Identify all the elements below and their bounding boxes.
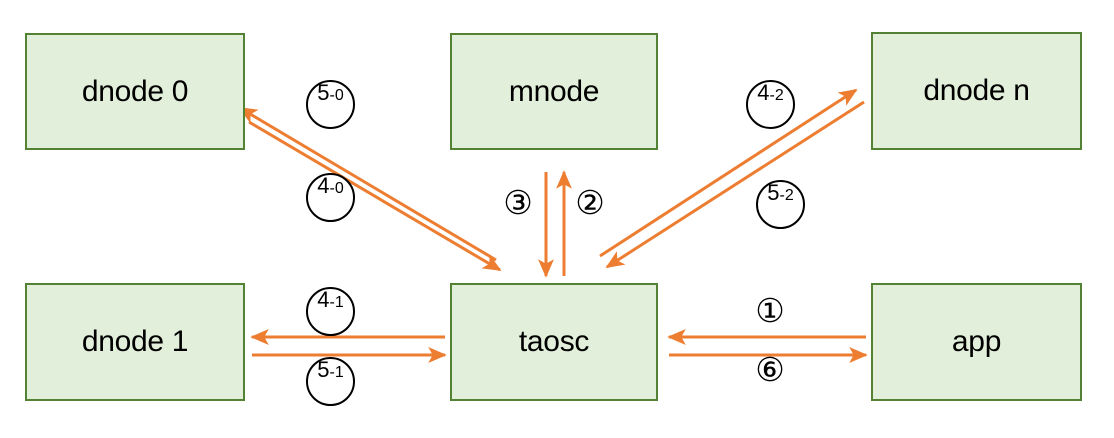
edge-label-main: 4 — [317, 287, 330, 312]
edge-label-main: 5 — [767, 180, 780, 205]
edge-label-4-1: 4-1 — [306, 287, 355, 336]
edge-label-sub: -0 — [329, 180, 344, 197]
node-label: app — [951, 325, 1002, 358]
node-dnode-1[interactable]: dnode 1 — [25, 283, 245, 401]
node-label: dnode 1 — [81, 325, 189, 358]
edge-label-6: ⑥ — [755, 350, 785, 389]
node-mnode[interactable]: mnode — [450, 33, 658, 150]
edge-label-sub: -2 — [769, 87, 784, 104]
edge-label-main: 4 — [757, 80, 770, 105]
node-taosc[interactable]: taosc — [450, 283, 658, 401]
edge-label-4-2: 4-2 — [746, 80, 795, 129]
node-dnode-0[interactable]: dnode 0 — [25, 33, 245, 150]
edge-label-4-0: 4-0 — [306, 173, 355, 222]
edge-label-2: ② — [575, 183, 605, 222]
node-label: dnode 0 — [81, 74, 189, 108]
node-label: dnode n — [923, 74, 1030, 107]
edge-label-1: ① — [755, 291, 785, 330]
edge-label-sub: -1 — [329, 364, 344, 381]
edge-label-main: 5 — [317, 357, 330, 382]
edge-label-sub: -0 — [329, 87, 344, 104]
node-app[interactable]: app — [871, 283, 1082, 401]
edge-label-main: 5 — [317, 80, 330, 105]
node-label: mnode — [508, 74, 600, 108]
edge-label-main: 4 — [317, 173, 330, 198]
edge-label-sub: -1 — [329, 294, 344, 311]
edge-label-3: ③ — [503, 183, 533, 222]
edge-label-5-1: 5-1 — [306, 357, 355, 406]
edge-label-5-2: 5-2 — [756, 180, 805, 229]
node-dnode-n[interactable]: dnode n — [871, 32, 1082, 150]
edge-label-sub: -2 — [779, 187, 794, 204]
edge-label-5-0: 5-0 — [306, 80, 355, 129]
node-label: taosc — [518, 325, 590, 358]
